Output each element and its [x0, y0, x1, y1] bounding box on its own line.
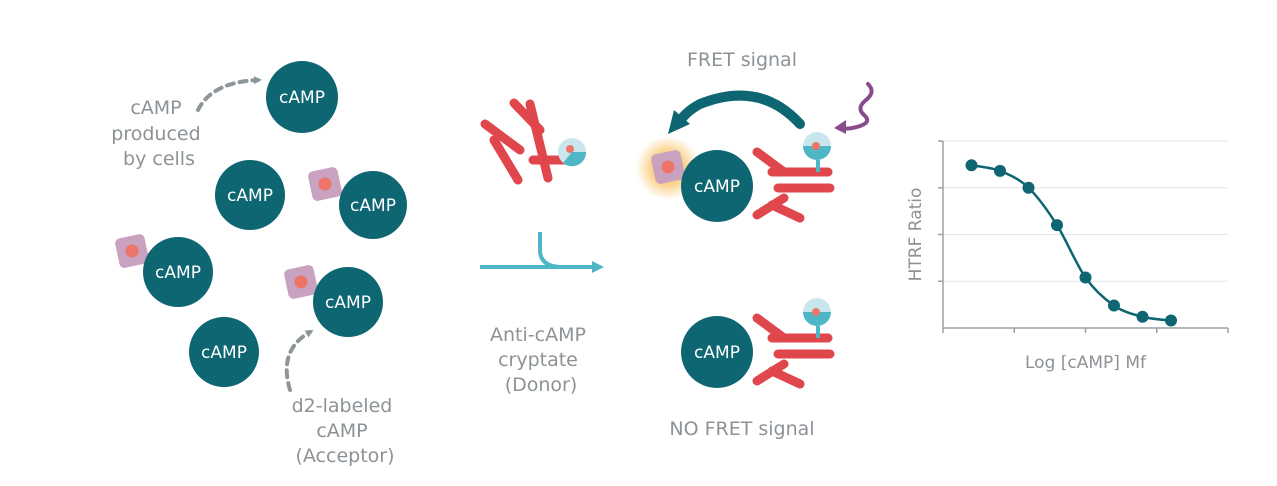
camp-label: cAMP [325, 293, 371, 313]
data-point [965, 159, 978, 172]
series-line [971, 164, 1172, 322]
fret-arrow [673, 90, 805, 129]
chart-grid [943, 140, 1228, 282]
camp-label: cAMP [155, 263, 201, 283]
camp-molecule: cAMP [681, 150, 753, 222]
camp-label: cAMP [694, 343, 740, 363]
camp-label: cAMP [201, 343, 247, 363]
camp-molecule: cAMP [189, 317, 259, 387]
label-line: Anti-cAMP [490, 324, 586, 346]
photon-arrowhead [834, 120, 846, 134]
label-line: (Acceptor) [295, 445, 394, 467]
label-camp-produced: cAMP produced by cells [111, 97, 206, 170]
d2-acceptor [651, 150, 685, 184]
label-no-fret-signal: NO FRET signal [669, 418, 814, 440]
label-d2-acceptor: d2-labeled cAMP (Acceptor) [292, 395, 399, 467]
chart-axes [938, 140, 1229, 333]
camp-label: cAMP [227, 186, 273, 206]
data-point [1165, 314, 1177, 327]
anti-camp-cryptate [480, 98, 587, 185]
camp-pool: cAMP cAMP cAMP cAMP c [111, 61, 407, 467]
data-point [1108, 299, 1120, 312]
d2-acceptor [308, 167, 342, 201]
camp-molecule: cAMP [143, 237, 213, 307]
data-point [994, 164, 1006, 177]
data-point [1136, 310, 1149, 323]
camp-molecule: cAMP [339, 171, 407, 239]
data-point [1022, 181, 1035, 194]
label-line: cAMP [130, 97, 181, 119]
data-point [1051, 219, 1063, 232]
label-line: cAMP [316, 420, 367, 442]
antibody-icon [752, 147, 835, 223]
label-line: (Donor) [505, 374, 578, 396]
dashed-arrow-acceptor [284, 330, 314, 392]
label-line: produced [111, 123, 200, 145]
camp-molecule: cAMP [215, 160, 285, 230]
fret-arrowhead [668, 110, 690, 134]
cryptate-icon [558, 138, 587, 167]
camp-molecule: cAMP [313, 267, 383, 337]
y-axis-label: HTRF Ratio [906, 188, 926, 282]
antibody-icon [480, 98, 570, 185]
label-line: by cells [123, 148, 195, 170]
cryptate-icon [803, 298, 831, 338]
d2-acceptor [115, 234, 149, 268]
camp-label: cAMP [350, 196, 396, 216]
label-donor: Anti-cAMP cryptate (Donor) [490, 324, 592, 396]
reaction-arrow [480, 232, 604, 273]
label-line: d2-labeled [292, 395, 393, 417]
camp-molecule: cAMP [681, 316, 753, 388]
label-fret-signal: FRET signal [687, 49, 797, 71]
label-line: cryptate [498, 349, 578, 371]
photon-icon [838, 82, 874, 131]
data-point [1079, 271, 1092, 284]
dashed-arrow-produced [196, 76, 262, 112]
series-points [965, 159, 1177, 327]
d2-acceptor [284, 265, 318, 299]
camp-label: cAMP [279, 88, 325, 108]
x-axis-label: Log [cAMP] Mf [1025, 353, 1147, 373]
cryptate-icon [803, 132, 831, 172]
camp-label: cAMP [694, 177, 740, 197]
camp-molecule: cAMP [266, 61, 338, 133]
htrf-ratio-chart: Log [cAMP] Mf HTRF Ratio [906, 140, 1229, 373]
